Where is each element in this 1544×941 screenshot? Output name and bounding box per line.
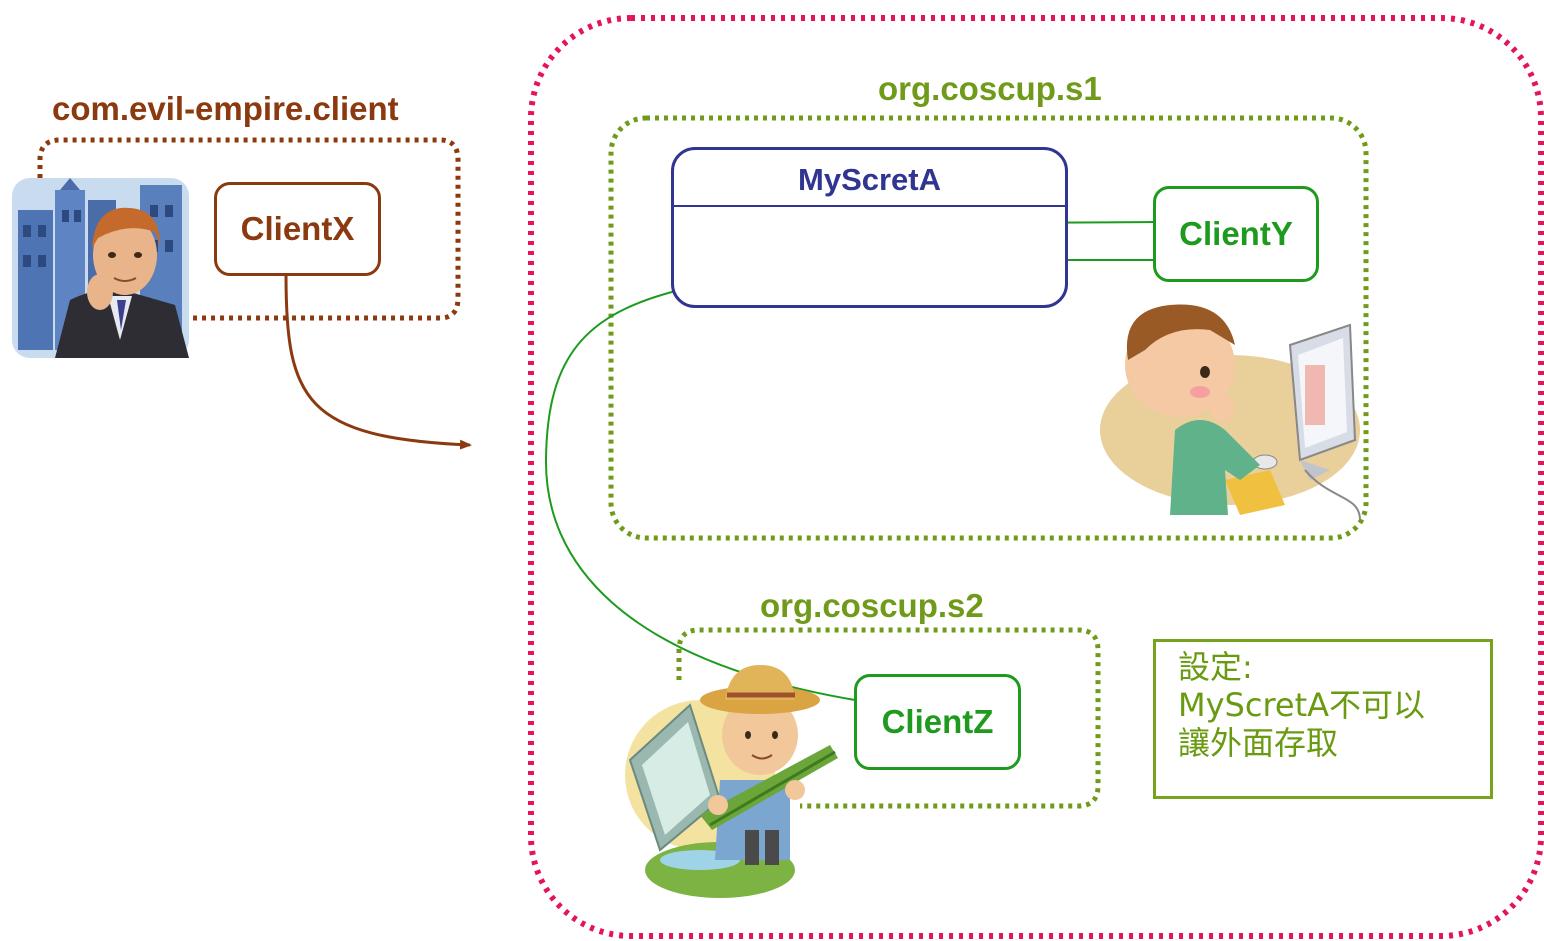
clienty-box[interactable]: ClientY bbox=[1153, 186, 1319, 282]
businessman-illustration bbox=[12, 178, 189, 358]
s1-group-border bbox=[608, 115, 1369, 541]
s2-group-label: org.coscup.s2 bbox=[760, 587, 984, 624]
note-line-1: 設定: bbox=[1178, 648, 1253, 686]
note-line-2: MyScretA不可以 bbox=[1178, 686, 1426, 724]
clientx-access-arrow bbox=[284, 274, 472, 450]
boy-at-computer-illustration bbox=[1100, 304, 1361, 521]
evil-group-label: com.evil-empire.client bbox=[52, 90, 399, 127]
farmer-illustration bbox=[625, 665, 838, 898]
clientx-box[interactable]: ClientX bbox=[214, 182, 381, 276]
s1-group-label: org.coscup.s1 bbox=[878, 70, 1102, 107]
myscreta-title: MyScretA bbox=[798, 162, 941, 197]
setting-note: 設定: MyScretA不可以 讓外面存取 bbox=[1153, 639, 1493, 799]
myscreta-component[interactable]: MyScretA bbox=[671, 147, 1068, 308]
clientz-box[interactable]: ClientZ bbox=[854, 674, 1021, 770]
myscreta-divider bbox=[674, 205, 1065, 207]
evil-group-border bbox=[37, 137, 461, 321]
clientz-arrow bbox=[544, 283, 856, 701]
note-line-3: 讓外面存取 bbox=[1178, 724, 1339, 762]
